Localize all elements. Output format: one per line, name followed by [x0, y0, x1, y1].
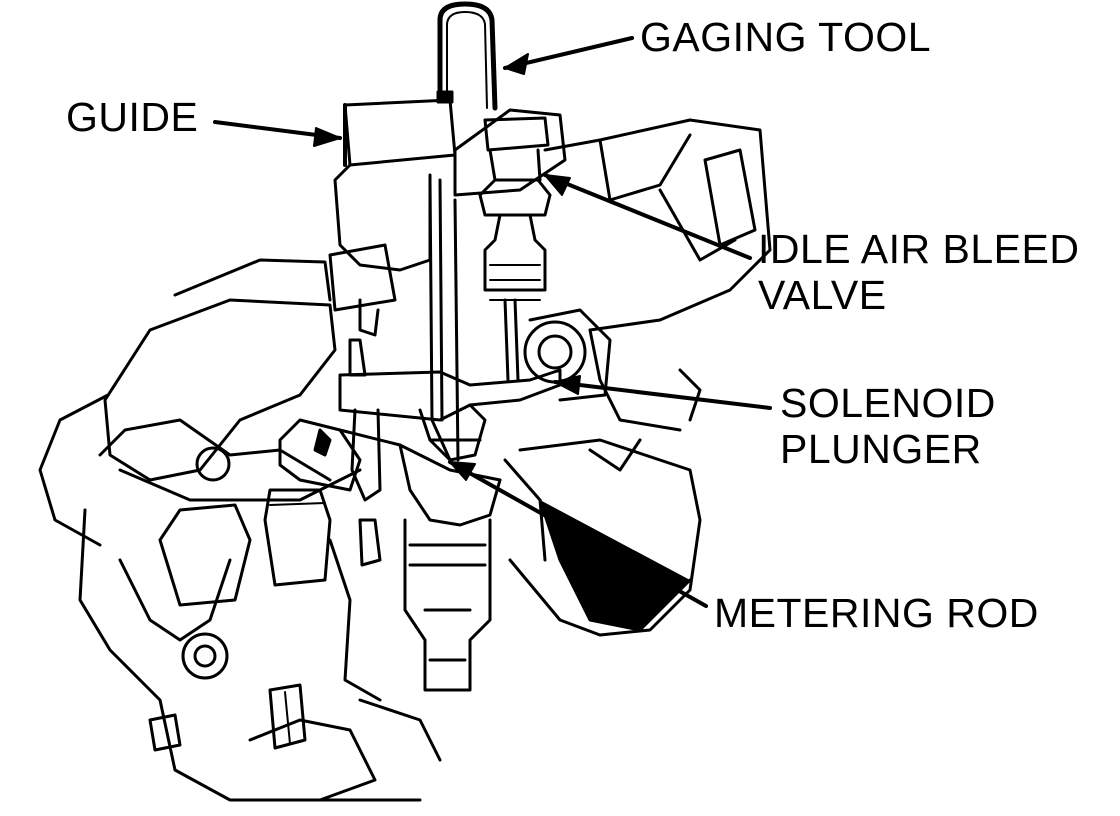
label-idle-air-bleed-valve-line-2: VALVE — [758, 272, 887, 318]
guide-block — [328, 98, 457, 337]
float-bowl-housing — [503, 118, 772, 637]
leader-metering-rod — [448, 460, 708, 608]
idle-air-bleed-valve-shape — [453, 108, 567, 301]
lower-jet-assembly — [263, 488, 492, 692]
label-solenoid-plunger-line-2: PLUNGER — [780, 426, 982, 472]
leader-idle-air-bleed-valve — [543, 173, 752, 260]
solenoid-plunger-shape — [278, 338, 562, 527]
label-metering-rod: METERING ROD — [714, 590, 1039, 636]
label-idle-air-bleed-valve: IDLE AIR BLEED VALVE — [758, 226, 1079, 318]
label-gaging-tool-line-1: GAGING TOOL — [640, 14, 932, 60]
leader-solenoid-plunger — [553, 380, 772, 410]
label-guide: GUIDE — [66, 94, 198, 140]
leader-lines — [213, 36, 772, 608]
label-metering-rod-line-1: METERING ROD — [714, 590, 1039, 636]
label-solenoid-plunger: SOLENOID PLUNGER — [780, 380, 996, 472]
label-gaging-tool: GAGING TOOL — [640, 14, 931, 60]
label-solenoid-plunger-line-1: SOLENOID — [780, 380, 996, 426]
carburetor-body — [38, 258, 442, 802]
gaging-tool-shape — [436, 1, 498, 111]
label-guide-line-1: GUIDE — [66, 94, 199, 140]
label-idle-air-bleed-valve-line-1: IDLE AIR BLEED — [758, 226, 1080, 272]
